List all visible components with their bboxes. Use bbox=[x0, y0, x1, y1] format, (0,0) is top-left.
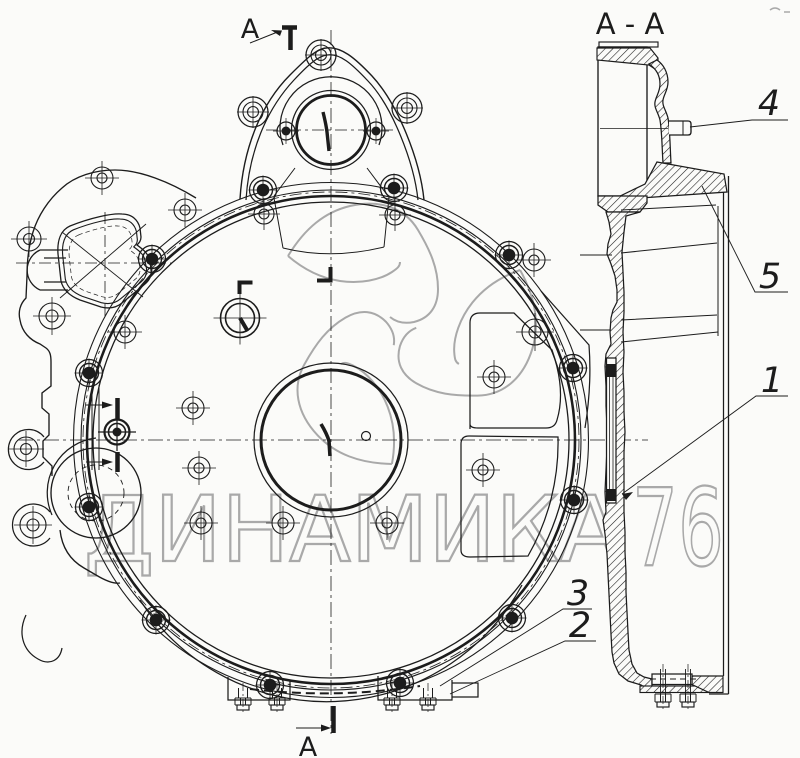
cut-mark-top bbox=[249, 25, 297, 50]
bottom-bracket-bolts bbox=[227, 676, 479, 713]
section-housing-wall bbox=[580, 47, 730, 695]
front-view bbox=[7, 30, 648, 734]
section-title: А - А bbox=[596, 7, 665, 41]
section-view bbox=[580, 41, 730, 712]
top-mount-arch bbox=[237, 39, 425, 255]
cut-label-bottom: А bbox=[299, 732, 318, 758]
centerlines bbox=[18, 30, 648, 734]
callout-4: 4 bbox=[758, 84, 780, 124]
bolt-holes bbox=[176, 291, 554, 540]
crankshaft-bore bbox=[253, 362, 409, 518]
section-gasket-strip bbox=[605, 357, 617, 504]
annotations bbox=[249, 25, 788, 733]
section-mount-studs bbox=[654, 664, 697, 712]
cut-label-top: A bbox=[241, 14, 260, 45]
face-plates bbox=[469, 290, 591, 429]
callout-2: 2 bbox=[569, 606, 591, 646]
register-corner-marks bbox=[237, 267, 333, 294]
callout-leaders bbox=[439, 119, 788, 695]
rim-bolts bbox=[74, 173, 589, 700]
section-dowel-pin bbox=[600, 120, 692, 136]
callout-5: 5 bbox=[759, 257, 781, 297]
labels: А - А A А 4 5 1 3 2 bbox=[241, 7, 790, 758]
callout-1: 1 bbox=[761, 361, 783, 401]
watermark-number: 76 bbox=[632, 467, 724, 591]
callout-3: 3 bbox=[567, 574, 589, 614]
cut-mark-bottom bbox=[296, 706, 336, 733]
